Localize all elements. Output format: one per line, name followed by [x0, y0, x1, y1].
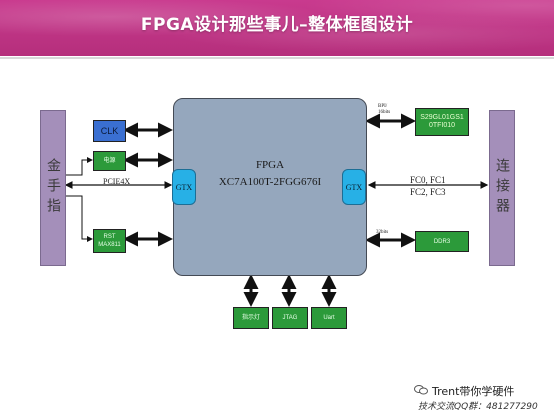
rst-label: RST [103, 234, 116, 240]
title-band [0, 0, 554, 56]
wechat-icon [414, 385, 428, 395]
rst-chip: MAX811 [98, 242, 121, 248]
fpga-name: FPGA [255, 159, 285, 171]
right-connector: 连接器 [489, 110, 515, 266]
led-box: 指示灯 [233, 307, 269, 329]
jtag-box: JTAG [272, 307, 308, 329]
fc-label-line2: FC2, FC3 [410, 187, 446, 197]
ddr-box: DDR3 [415, 231, 469, 252]
ddr-bits-label: 32bits [376, 230, 389, 235]
fc-label-line1: FC0, FC1 [410, 175, 446, 185]
power-feed-line [66, 157, 93, 176]
footer-author: Trent带你学硬件 [432, 385, 515, 398]
rst-box: RST MAX811 [93, 229, 126, 253]
footer-qq-group: 技术交流QQ群：481277290 [418, 402, 538, 412]
rst-feed-line [66, 195, 93, 242]
power-box: 电源 [93, 151, 126, 171]
bpi-label: BPI/ 16bits [378, 104, 391, 115]
flash-box: S29GL01GS1 0TFI010 [415, 108, 469, 136]
uart-box: Uart [311, 307, 347, 329]
title-divider [0, 57, 554, 59]
pcie-label: PCIE4X [103, 177, 131, 186]
right-connector-label: 连接器 [494, 158, 510, 218]
gold-finger-label: 金手指 [45, 158, 61, 218]
slide-title: FPGA设计那些事儿–整体框图设计 [140, 15, 414, 35]
flash-part-line2: 0TFI010 [428, 122, 456, 129]
gtx-left: GTX [172, 169, 196, 205]
fpga-label: FPGA XC7A100T-2FGG676I [174, 157, 366, 191]
flash-part-line1: S29GL01GS1 [420, 114, 464, 121]
fpga-block: FPGA XC7A100T-2FGG676I [173, 98, 367, 276]
gold-finger-connector: 金手指 [40, 110, 66, 266]
gtx-right: GTX [342, 169, 366, 205]
clk-box: CLK [93, 120, 126, 142]
fpga-part-number: XC7A100T-2FGG676I [218, 176, 322, 188]
